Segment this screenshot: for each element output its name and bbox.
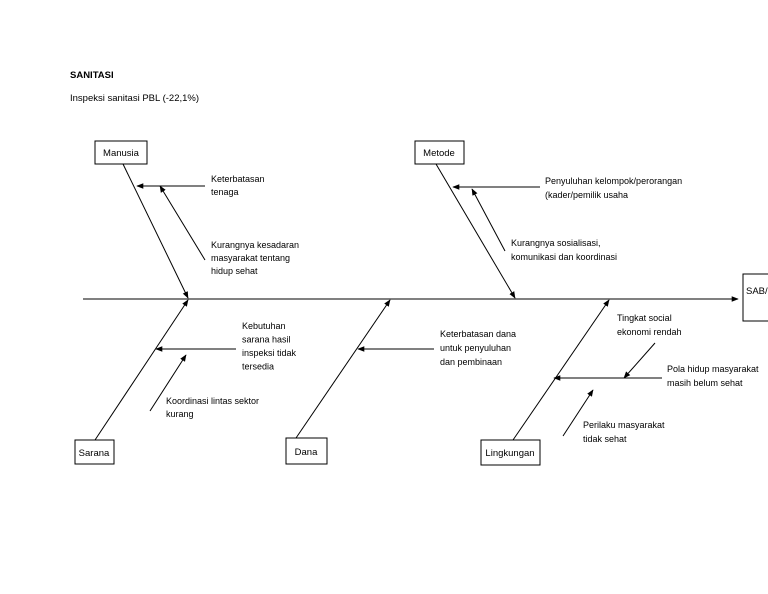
cause-dana-1: Keterbatasan dana untuk penyuluhan dan p… <box>440 329 519 367</box>
cause-lingkungan-1: Tingkat social ekonomi rendah <box>617 313 682 337</box>
head-box: SAB/S <box>742 273 768 322</box>
page-subtitle: Inspeksi sanitasi PBL (-22,1%) <box>70 93 200 104</box>
bone-dana <box>295 299 391 439</box>
cause-metode-2: Kurangnya sosialisasi, komunikasi dan ko… <box>511 238 617 262</box>
arrow-lingkungan-3 <box>562 389 594 437</box>
bone-lingkungan <box>512 299 610 441</box>
arrow-manusia-2 <box>159 185 206 261</box>
bone-manusia <box>122 163 189 299</box>
arrow-lingkungan-1 <box>623 342 656 379</box>
cause-manusia-2: Kurangnya kesadaran masyarakat tentang h… <box>211 240 302 276</box>
cause-manusia-1: Keterbatasan tenaga <box>211 174 267 197</box>
cause-metode-1: Penyuluhan kelompok/perorangan (kader/pe… <box>545 176 685 200</box>
category-manusia-label: Manusia <box>103 148 140 159</box>
page-title: SANITASI <box>70 70 114 81</box>
bone-metode <box>435 163 516 299</box>
cause-lingkungan-2: Pola hidup masyarakat masih belum sehat <box>667 364 761 388</box>
arrow-metode-2 <box>471 188 506 252</box>
category-dana-label: Dana <box>295 447 318 458</box>
cause-lingkungan-3: Perilaku masyarakat tidak sehat <box>583 420 667 444</box>
cause-sarana-2: Koordinasi lintas sektor kurang <box>166 396 262 419</box>
arrow-sarana-2 <box>149 354 187 412</box>
category-metode: Metode <box>414 140 465 165</box>
category-metode-label: Metode <box>423 148 455 159</box>
category-lingkungan-label: Lingkungan <box>485 448 534 459</box>
cause-sarana-1: Kebutuhan sarana hasil inspeksi tidak te… <box>242 321 299 372</box>
category-sarana: Sarana <box>74 439 115 465</box>
category-sarana-label: Sarana <box>79 448 110 459</box>
bone-sarana <box>94 299 189 441</box>
category-dana: Dana <box>285 437 328 465</box>
head-label: SAB/S <box>746 286 768 297</box>
category-lingkungan: Lingkungan <box>480 439 541 466</box>
category-manusia: Manusia <box>94 140 148 165</box>
